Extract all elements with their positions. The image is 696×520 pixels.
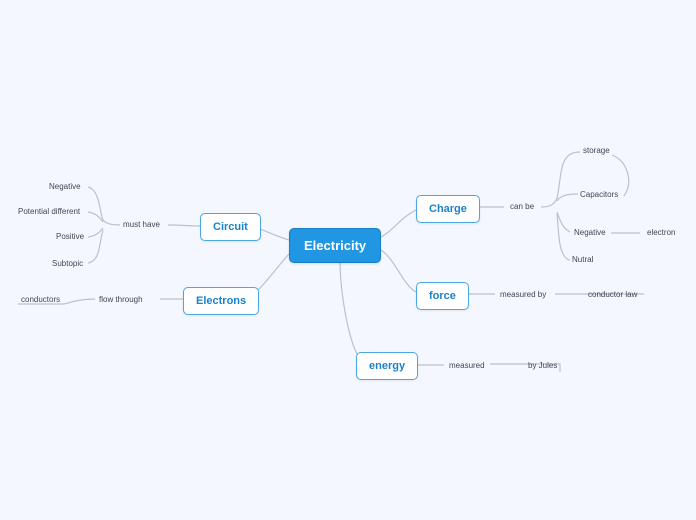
connector-musthave-potential: [87, 211, 104, 223]
connector-label-can-be: can be: [508, 201, 536, 212]
leaf-node-positive[interactable]: Positive: [54, 231, 86, 242]
connector-musthave-subtopic: [87, 229, 104, 264]
branch-node-energy[interactable]: energy: [356, 352, 419, 380]
leaf-node-electron-label: electron: [647, 228, 676, 237]
leaf-node-electron[interactable]: electron: [645, 227, 677, 238]
connector-label-measured-text: measured: [449, 361, 485, 370]
leaf-node-nutral-label: Nutral: [572, 255, 594, 264]
leaf-node-by-jules[interactable]: by Jules: [526, 360, 559, 371]
leaf-node-capacitors-label: Capacitors: [580, 190, 619, 199]
branch-node-charge[interactable]: Charge: [416, 195, 480, 223]
connector-root-charge: [380, 209, 417, 238]
leaf-node-negative-circuit[interactable]: Negative: [47, 181, 83, 192]
connector-root-electrons: [255, 253, 290, 293]
leaf-node-conductors-label: conductors: [21, 295, 61, 304]
leaf-node-negative-circuit-label: Negative: [49, 182, 81, 191]
connector-musthave-positive: [87, 227, 104, 238]
branch-node-electrons-label: Electrons: [196, 295, 247, 307]
connector-root-energy: [339, 259, 359, 357]
connector-label-measured: measured: [447, 360, 487, 371]
connector-canbe-nutral: [556, 213, 571, 261]
connector-label-flow-through: flow through: [97, 294, 145, 305]
connector-canbe-storage: [540, 151, 581, 208]
root-node-label: Electricity: [304, 238, 367, 253]
leaf-node-negative-charge[interactable]: Negative: [572, 227, 608, 238]
leaf-node-storage-label: storage: [583, 146, 610, 155]
branch-node-circuit-label: Circuit: [213, 221, 248, 233]
leaf-node-potential-different-label: Potential different: [18, 207, 81, 216]
root-node-electricity[interactable]: Electricity: [289, 228, 382, 263]
leaf-node-subtopic-label: Subtopic: [52, 259, 84, 268]
leaf-node-subtopic[interactable]: Subtopic: [50, 258, 85, 269]
leaf-node-conductor-law[interactable]: conductor law: [586, 289, 639, 300]
branch-node-energy-label: energy: [369, 360, 406, 372]
connector-measured-byjules: [490, 363, 561, 372]
connector-label-measured-by: measured by: [498, 289, 548, 300]
branch-node-charge-label: Charge: [429, 203, 467, 215]
connector-label-can-be-text: can be: [510, 202, 535, 211]
branch-node-circuit[interactable]: Circuit: [200, 213, 261, 241]
connector-canbe-capacitors: [556, 193, 579, 202]
leaf-node-positive-label: Positive: [56, 232, 85, 241]
leaf-node-nutral[interactable]: Nutral: [570, 254, 595, 265]
connector-label-flow-through-text: flow through: [99, 295, 143, 304]
leaf-node-negative-charge-label: Negative: [574, 228, 606, 237]
branch-node-electrons[interactable]: Electrons: [183, 287, 260, 315]
leaf-node-potential-different[interactable]: Potential different: [16, 206, 82, 217]
connector-root-force: [380, 249, 417, 293]
branch-node-force[interactable]: force: [416, 282, 469, 310]
leaf-node-by-jules-label: by Jules: [528, 361, 558, 370]
leaf-node-conductor-law-label: conductor law: [588, 290, 638, 299]
connector-label-measured-by-text: measured by: [500, 290, 547, 299]
connector-circuit-musthave: [167, 224, 202, 227]
connector-canbe-negative: [556, 211, 571, 233]
connector-flowthrough-conductors: [18, 298, 96, 305]
connector-musthave-children: [87, 186, 121, 226]
connector-storage-capacitors-link: [611, 154, 630, 197]
leaf-node-capacitors[interactable]: Capacitors: [578, 189, 620, 200]
connector-label-must-have-text: must have: [123, 220, 160, 229]
leaf-node-conductors[interactable]: conductors: [19, 294, 62, 305]
leaf-node-storage[interactable]: storage: [581, 145, 612, 156]
connector-label-must-have: must have: [121, 219, 162, 230]
branch-node-force-label: force: [429, 290, 456, 302]
